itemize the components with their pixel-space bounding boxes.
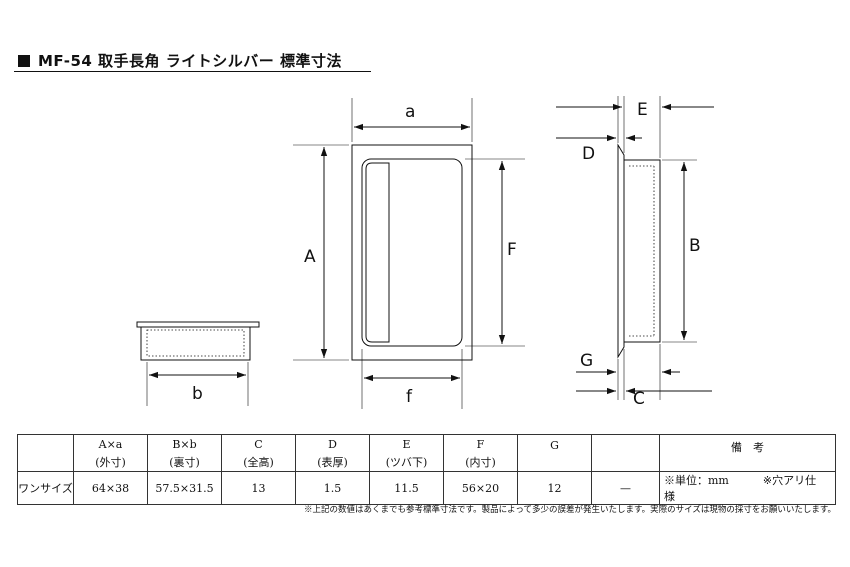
header-cell: B×b: [147, 434, 222, 453]
subheader-cell: (表厚): [295, 453, 370, 472]
note-hole: ※穴アリ仕様: [664, 474, 817, 503]
title-text: MF-54 取手長角 ライトシルバー 標準寸法: [38, 52, 342, 70]
value-cell: 11.5: [369, 471, 444, 505]
label-C: C: [633, 389, 645, 409]
value-cell: 57.5×31.5: [147, 471, 222, 505]
front-view: [293, 98, 525, 409]
label-E: E: [637, 100, 648, 120]
square-bullet-icon: [18, 55, 30, 67]
header-cell: D: [295, 434, 370, 453]
header-cell: C: [221, 434, 296, 453]
header-cell: [17, 434, 74, 472]
table-row: ワンサイズ 64×38 57.5×31.5 13 1.5 11.5 56×20 …: [17, 471, 836, 505]
front-inner-grip: [365, 162, 390, 343]
front-outer-rect: [351, 144, 473, 361]
section-body: [624, 159, 661, 343]
subheader-cell: (裏寸): [147, 453, 222, 472]
side-view: [136, 321, 260, 406]
value-cell: 1.5: [295, 471, 370, 505]
page-title: MF-54 取手長角 ライトシルバー 標準寸法: [18, 50, 342, 71]
subheader-cell: (外寸): [73, 453, 148, 472]
spec-table: A×a B×b C D E F G 備 考 (外寸) (裏寸) (全高) (表厚…: [17, 434, 836, 505]
label-A: A: [304, 247, 316, 267]
side-view-hidden-line: [146, 329, 245, 357]
label-B: B: [689, 236, 701, 256]
front-inner-rect: [361, 158, 463, 347]
subheader-cell: (内寸): [443, 453, 518, 472]
label-F: F: [507, 240, 517, 260]
header-cell: A×a: [73, 434, 148, 453]
notes-cell: ※単位：mm※穴アリ仕様: [659, 471, 836, 505]
label-D: D: [582, 144, 595, 164]
value-cell: —: [591, 471, 660, 505]
table-header-row: A×a B×b C D E F G 備 考: [17, 434, 836, 472]
label-b: b: [192, 384, 203, 404]
subheader-cell: (全高): [221, 453, 296, 472]
subheader-cell: (ツバ下): [369, 453, 444, 472]
value-cell: 56×20: [443, 471, 518, 505]
label-f: f: [406, 387, 413, 407]
header-cell: F: [443, 434, 518, 453]
value-cell: 13: [221, 471, 296, 505]
section-view: [556, 96, 714, 400]
header-cell: G: [517, 434, 592, 472]
header-cell: E: [369, 434, 444, 453]
header-cell-notes: 備 考: [659, 434, 836, 472]
section-flange: [617, 143, 625, 359]
label-a: a: [405, 102, 415, 122]
side-view-body: [140, 327, 251, 361]
side-view-flange: [136, 321, 260, 328]
header-cell: [591, 434, 660, 472]
dimension-drawing: b a A F f: [136, 96, 714, 409]
row-label: ワンサイズ: [17, 471, 74, 505]
value-cell: 12: [517, 471, 592, 505]
label-G: G: [580, 351, 593, 371]
value-cell: 64×38: [73, 471, 148, 505]
title-underline: [14, 71, 371, 72]
footnote: ※上記の数値はあくまでも参考標準寸法です。製品によって多少の誤差が発生いたします…: [303, 505, 836, 515]
note-unit: ※単位：mm: [664, 474, 729, 487]
